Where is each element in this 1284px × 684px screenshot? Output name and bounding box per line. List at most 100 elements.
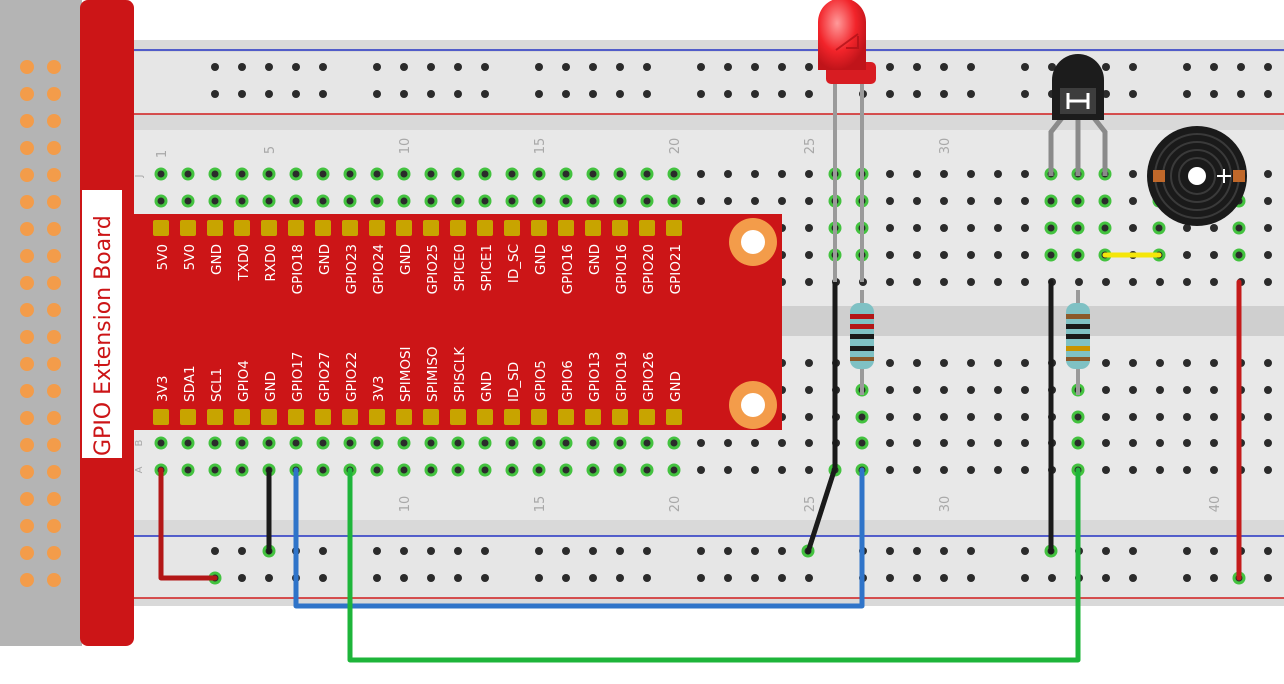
connected-hole (427, 466, 435, 474)
rail-hole (1129, 63, 1137, 71)
rail-hole (1102, 547, 1110, 555)
header-pin (20, 465, 34, 479)
header-pin (20, 222, 34, 236)
breadboard-hole (940, 386, 948, 394)
board-pin (477, 220, 493, 236)
column-number-30: 30 (938, 138, 953, 155)
breadboard-hole (1021, 251, 1029, 259)
header-pin (20, 114, 34, 128)
pin-label-top: ID_SC (506, 244, 522, 283)
board-pin (666, 409, 682, 425)
connected-hole (508, 439, 516, 447)
connected-hole (1235, 251, 1243, 259)
header-pin (47, 438, 61, 452)
breadboard-hole (1129, 278, 1137, 286)
breadboard-hole (1129, 197, 1137, 205)
rail-hole (238, 63, 246, 71)
header-pin (47, 222, 61, 236)
connected-hole (670, 197, 678, 205)
connected-hole (346, 170, 354, 178)
rail-hole (697, 547, 705, 555)
connected-hole (1074, 439, 1082, 447)
column-number-1: 1 (155, 150, 170, 158)
pin-label-bottom: ID_SD (506, 362, 522, 402)
connected-hole (157, 170, 165, 178)
rail-hole (886, 547, 894, 555)
board-pin (477, 409, 493, 425)
connected-hole (454, 197, 462, 205)
wire-green-gpio22[interactable] (347, 467, 1081, 663)
board-pin (450, 409, 466, 425)
breadboard-hole (751, 197, 759, 205)
rail-hole (319, 63, 327, 71)
connected-hole (481, 439, 489, 447)
board-pin (531, 409, 547, 425)
resistor-icon[interactable] (850, 290, 874, 395)
rail-hole (1264, 90, 1272, 98)
connected-hole (265, 439, 273, 447)
connected-hole (373, 439, 381, 447)
column-number-5: 5 (263, 146, 278, 154)
header-pin (47, 492, 61, 506)
header-pin (20, 411, 34, 425)
breadboard-hole (1102, 466, 1110, 474)
rail-hole (373, 574, 381, 582)
led-icon[interactable] (818, 0, 876, 282)
rail-hole (292, 63, 300, 71)
breadboard-hole (697, 197, 705, 205)
rail-hole (1129, 547, 1137, 555)
board-pin (504, 220, 520, 236)
breadboard-hole (994, 170, 1002, 178)
pin-label-bottom: SDA1 (182, 365, 198, 402)
wire-blue-gpio17[interactable] (293, 467, 865, 609)
rail-hole (805, 63, 813, 71)
wire-black-led[interactable] (805, 279, 838, 555)
breadboard-hole (1183, 466, 1191, 474)
connected-hole (858, 413, 866, 421)
header-pin (47, 141, 61, 155)
wire-red-3v3[interactable] (158, 467, 218, 581)
rail-hole (967, 63, 975, 71)
rail-hole (940, 547, 948, 555)
breadboard-hole (1129, 439, 1137, 447)
rail-hole (454, 63, 462, 71)
rail-hole (562, 90, 570, 98)
connected-hole (400, 466, 408, 474)
breadboard-hole (805, 278, 813, 286)
board-pin (612, 409, 628, 425)
header-pin (20, 249, 34, 263)
rail-hole (319, 90, 327, 98)
pin-label-top: GPIO21 (668, 244, 684, 294)
rail-hole (238, 574, 246, 582)
header-pin (20, 168, 34, 182)
breadboard-hole (697, 170, 705, 178)
row-letter-a: A (134, 466, 145, 473)
resistor-icon[interactable] (1066, 290, 1090, 395)
board-pin (585, 220, 601, 236)
connected-hole (562, 197, 570, 205)
breadboard-hole (967, 413, 975, 421)
connected-hole (858, 439, 866, 447)
breadboard-hole (1183, 251, 1191, 259)
breadboard-hole (913, 413, 921, 421)
connected-hole (670, 439, 678, 447)
rail-hole (940, 574, 948, 582)
rail-hole (751, 90, 759, 98)
breadboard-hole (1210, 251, 1218, 259)
board-pin (504, 409, 520, 425)
connected-hole (616, 197, 624, 205)
pin-label-top: SPICE0 (452, 244, 468, 291)
pin-label-bottom: GPIO26 (641, 352, 657, 402)
connected-hole (454, 170, 462, 178)
header-pin (47, 303, 61, 317)
buzzer-icon[interactable] (1147, 126, 1247, 226)
breadboard-hole (940, 359, 948, 367)
breadboard-hole (1210, 224, 1218, 232)
transistor-icon[interactable] (1048, 54, 1108, 176)
connected-hole (616, 466, 624, 474)
rail-hole (238, 547, 246, 555)
breadboard-hole (994, 278, 1002, 286)
rail-hole (940, 90, 948, 98)
wires (158, 252, 1242, 663)
connected-hole (346, 197, 354, 205)
